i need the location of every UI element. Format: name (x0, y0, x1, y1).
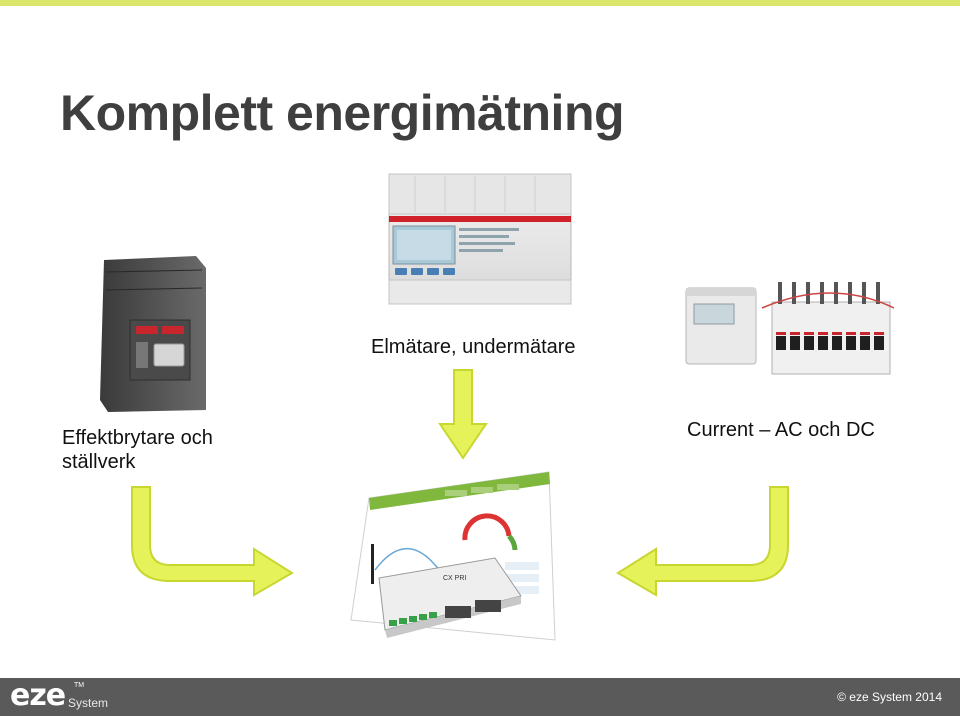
logo-trademark: TM (74, 682, 85, 689)
logo-system-text: System (68, 696, 109, 710)
label-meter: Elmätare, undermätare (371, 336, 576, 358)
dashboard-device-image: CX PRI (350, 471, 556, 641)
logo-wordmark: eze (10, 678, 66, 713)
arrow-down-icon (438, 369, 488, 460)
copyright-text: © eze System 2014 (837, 690, 942, 704)
circuit-breaker-image (100, 256, 206, 412)
slide-title: Komplett energimätning (60, 85, 625, 141)
energy-meter-image (388, 173, 572, 305)
device-model-label: CX PRI (443, 575, 466, 582)
top-accent-bar (0, 0, 960, 6)
modular-meters-image (685, 282, 895, 375)
arrow-bend-right-icon (131, 486, 294, 597)
footer-bar: eze TM System © eze System 2014 (0, 678, 960, 716)
arrow-bend-left-icon (616, 486, 789, 597)
label-breaker: Effektbrytare och ställverk (62, 427, 213, 473)
label-current: Current – AC och DC (687, 419, 875, 441)
